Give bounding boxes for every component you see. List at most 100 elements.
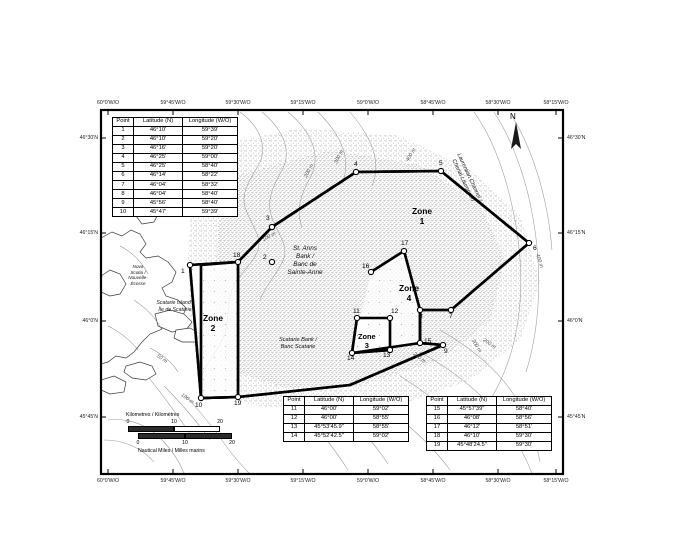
cell-point: 15 — [426, 405, 448, 416]
axis-label-left-0: 46°30'N — [79, 135, 98, 141]
col-header-latitude: Latitude (N) — [133, 116, 183, 128]
nm-tick-2: 20 — [229, 440, 235, 446]
cell-latitude: 46°14' — [133, 171, 183, 182]
km-tick-1: 10 — [171, 419, 177, 425]
axis-label-top-3: 59°15'W/O — [290, 100, 316, 106]
north-arrow-label: N — [510, 112, 516, 121]
zone-4-word: Zone — [399, 283, 420, 293]
cell-point: 16 — [426, 414, 448, 425]
col-header-latitude: Latitude (N) — [447, 395, 497, 407]
col-header-point: Point — [283, 395, 305, 407]
axis-label-left-1: 46°15'N — [79, 230, 98, 236]
cell-longitude: 58°22' — [182, 171, 238, 182]
point-label-11: 11 — [353, 308, 360, 315]
scale-bar-km-bar — [120, 426, 260, 433]
cell-latitude: 46°25' — [133, 153, 183, 164]
col-header-longitude: Longitude (W/O) — [182, 116, 238, 128]
axis-label-right-1: 46°15'N — [567, 230, 586, 236]
cell-longitude: 58°51' — [496, 423, 552, 434]
zone-3-word: Zone — [358, 332, 376, 341]
cell-point: 6 — [112, 171, 134, 182]
axis-label-top-5: 58°45'W/O — [420, 100, 446, 106]
axis-label-right-0: 46°30'N — [567, 135, 586, 141]
cell-point: 18 — [426, 432, 448, 443]
cell-longitude: 58°55' — [353, 414, 409, 425]
cell-longitude: 59°02' — [353, 432, 409, 443]
cell-point: 8 — [112, 189, 134, 200]
point-label-7: 7 — [449, 313, 453, 320]
km-tick-0: 0 — [126, 419, 130, 425]
zone-1-number: 1 — [419, 216, 425, 227]
axis-label-top-7: 58°15'W/O — [543, 100, 569, 106]
table-header-row: Point Latitude (N) Longitude (W/O) — [426, 395, 552, 407]
cell-latitude: 46°04' — [133, 180, 183, 191]
cell-latitude: 45°53'45.9" — [304, 423, 354, 434]
cell-longitude: 59°20' — [182, 135, 238, 146]
point-label-12: 12 — [391, 308, 399, 315]
cell-latitude: 45°56' — [133, 198, 183, 209]
north-arrow — [511, 122, 521, 149]
point-label-8: 8 — [419, 313, 423, 320]
cell-latitude: 46°16' — [133, 144, 183, 155]
cell-longitude: 59°39' — [182, 126, 238, 137]
zone-2-number: 2 — [210, 323, 216, 334]
point-label-17: 17 — [401, 240, 409, 247]
place-label-scatarie-bank: Scatarie Bank /Banc Scatarie — [279, 337, 317, 350]
cell-latitude: 45°57'39" — [447, 405, 497, 416]
axis-label-left-3: 45°45'N — [79, 414, 98, 420]
zone-label-2: Zone 2 — [203, 313, 223, 333]
axis-label-bottom-0: 60°0'W/O — [96, 478, 120, 484]
point-label-3: 3 — [266, 215, 270, 222]
cell-point: 12 — [283, 414, 305, 425]
point-label-13: 13 — [383, 352, 391, 359]
cell-longitude: 58°56' — [496, 414, 552, 425]
cell-latitude: 46°12' — [447, 423, 497, 434]
scale-bar-title-km: Kilometres / Kilomètres — [126, 412, 180, 418]
axis-label-right-3: 45°45'N — [567, 414, 586, 420]
col-header-point: Point — [112, 116, 134, 128]
axis-label-right-2: 46°0'N — [567, 318, 583, 324]
cell-point: 19 — [426, 441, 448, 452]
table-header-row: Point Latitude (N) Longitude (W/O) — [112, 116, 238, 128]
scale-bar: Kilometres / Kilomètres 0 10 20 0 10 20 … — [120, 412, 260, 454]
point-label-4: 4 — [354, 161, 358, 168]
cell-longitude: 58°40' — [182, 189, 238, 200]
point-label-15: 15 — [424, 338, 432, 345]
cell-latitude: 46°25' — [133, 162, 183, 173]
nm-tick-0: 0 — [136, 440, 140, 446]
point-label-5: 5 — [439, 160, 443, 167]
cell-longitude: 59°00' — [182, 153, 238, 164]
place-label-scatarie-island: Scatarie Island /Île de Scatarie — [156, 300, 194, 313]
zone-label-3: Zone 3 — [358, 332, 376, 351]
zone-3-number: 3 — [364, 340, 369, 350]
point-label-9: 9 — [444, 348, 448, 355]
point-label-19: 19 — [234, 400, 242, 407]
cell-latitude: 46°10' — [133, 135, 183, 146]
cell-longitude: 58°55' — [353, 423, 409, 434]
cell-point: 1 — [112, 126, 134, 137]
cell-point: 7 — [112, 180, 134, 191]
cell-point: 9 — [112, 198, 134, 209]
zone-4-number: 4 — [406, 293, 412, 304]
cell-point: 14 — [283, 432, 305, 443]
cell-latitude: 45°47' — [133, 207, 183, 218]
cell-point: 2 — [112, 135, 134, 146]
table-header-row: Point Latitude (N) Longitude (W/O) — [283, 395, 409, 407]
axis-label-top-0: 60°0'W/O — [96, 100, 120, 106]
cell-latitude: 45°52'42.5" — [304, 432, 354, 443]
